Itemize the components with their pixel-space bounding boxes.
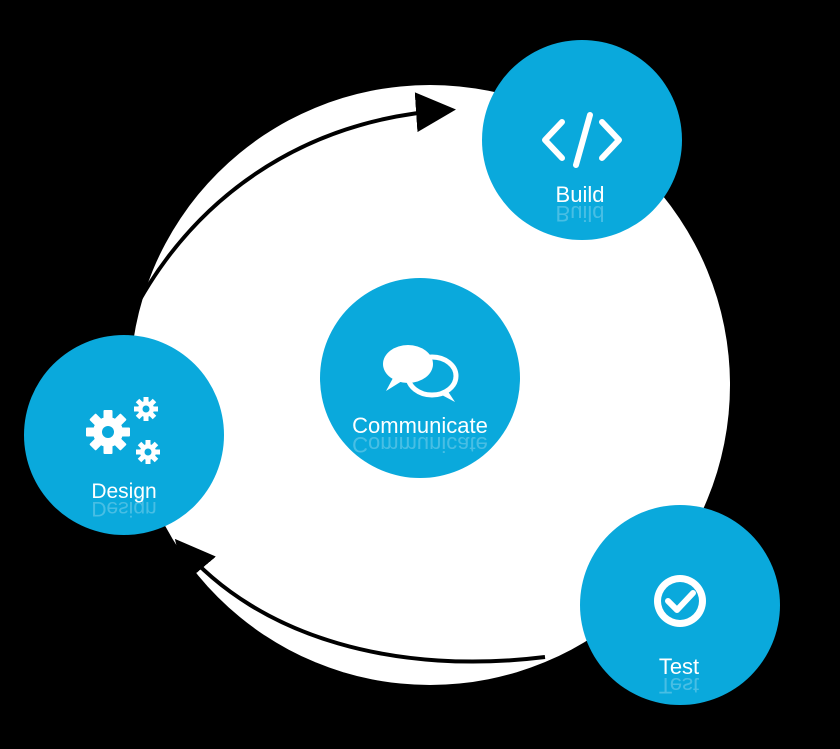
build-node: Build Build	[482, 40, 682, 240]
check-circle-icon	[654, 575, 706, 627]
communicate-label-reflection: Communicate	[352, 432, 488, 457]
code-icon	[542, 112, 622, 168]
test-label-reflection: Test	[659, 673, 699, 698]
design-label-reflection: Design	[91, 497, 156, 520]
communicate-label: Communicate	[352, 413, 488, 438]
arrow-design-to-build	[128, 92, 456, 319]
design-label: Design	[91, 480, 156, 503]
communicate-node: Communicate Communicate	[320, 278, 520, 478]
gears-icon	[86, 397, 160, 464]
test-node: Test Test	[580, 505, 780, 705]
build-label: Build	[556, 182, 605, 207]
chat-bubbles-icon	[383, 345, 459, 402]
design-node: Design Design	[24, 335, 224, 535]
arrow-build-to-test	[710, 153, 819, 530]
test-label: Test	[659, 654, 699, 679]
arrow-test-to-design	[174, 538, 546, 664]
build-label-reflection: Build	[556, 201, 605, 226]
